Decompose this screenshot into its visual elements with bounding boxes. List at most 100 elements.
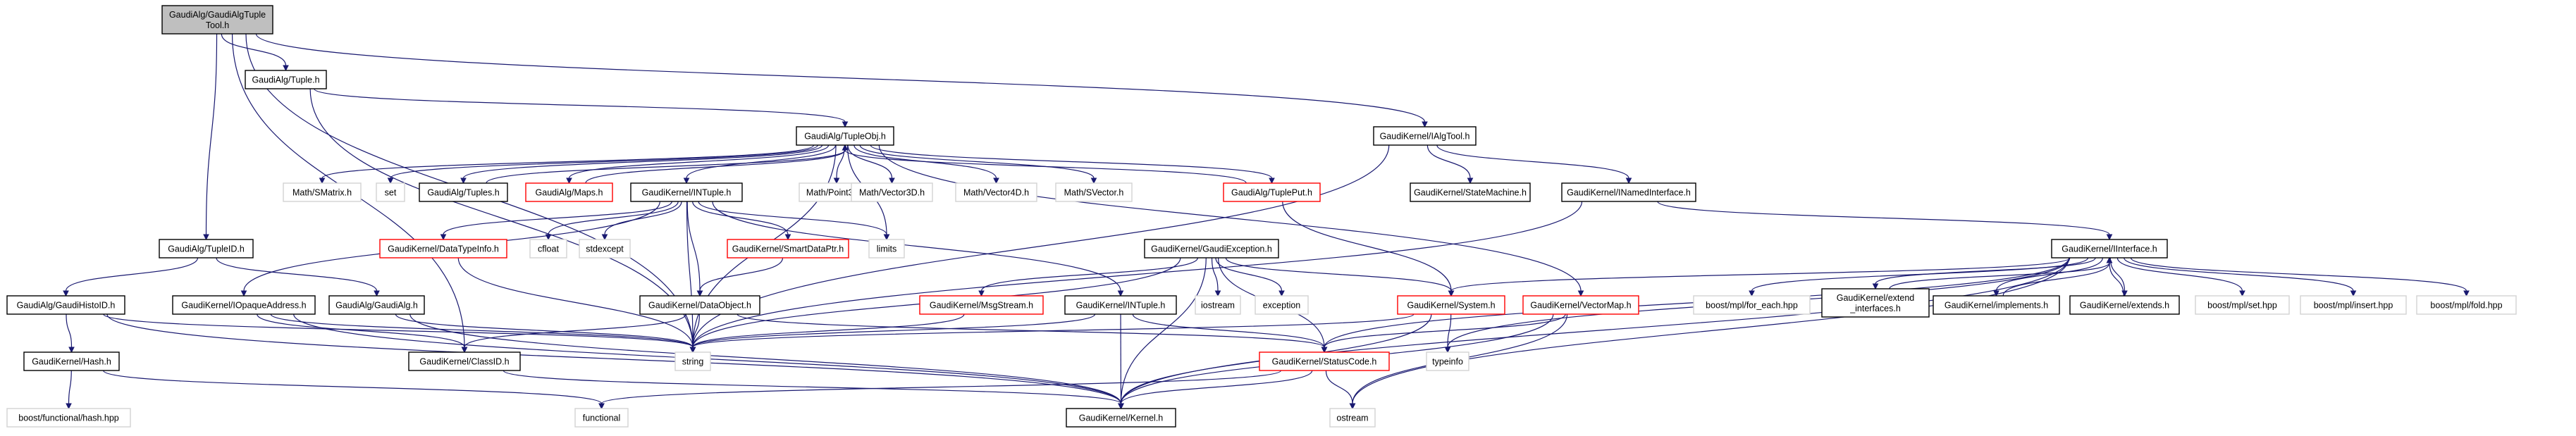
node-label-tuple_h: GaudiAlg/Tuple.h (252, 75, 319, 85)
node-smartdataptr[interactable]: GaudiKernel/SmartDataPtr.h (727, 239, 849, 259)
include-edge-tupleobj-to-maps (566, 144, 830, 185)
include-edge-intuple_lower-to-kernel (1118, 313, 1124, 410)
node-box-implements (1933, 295, 2060, 315)
include-edge-statuscode-to-functional (598, 370, 1282, 410)
include-edge-system-to-string (689, 313, 1415, 354)
node-box-mpl_for_each (1693, 295, 1811, 315)
node-statuscode[interactable]: GaudiKernel/StatusCode.h (1259, 351, 1390, 371)
include-edge-intuple_h-to-limits (698, 201, 890, 241)
include-edge-tupleobj-to-svector (859, 144, 1097, 185)
node-box-smatrix (283, 182, 362, 202)
node-iopaqueaddress[interactable]: GaudiKernel/IOpaqueAddress.h (172, 295, 316, 315)
include-edge-smartdataptr-to-dataobject (696, 257, 784, 297)
node-iostream: iostream (1195, 295, 1241, 315)
node-label-tupleobj: GaudiAlg/TupleObj.h (804, 132, 886, 142)
include-edge-statuscode-to-ostream (1325, 370, 1356, 410)
node-ostream: ostream (1329, 408, 1376, 428)
node-label-gaudiexception: GaudiKernel/GaudiException.h (1151, 244, 1272, 254)
include-edge-root-to-tuple_h (221, 33, 289, 72)
node-ialgtool[interactable]: GaudiKernel/IAlgTool.h (1373, 126, 1477, 146)
node-gaudiexception[interactable]: GaudiKernel/GaudiException.h (1144, 239, 1279, 259)
node-label-limits: limits (877, 244, 896, 254)
node-label-implements: GaudiKernel/implements.h (1945, 301, 2048, 311)
node-gaudialg[interactable]: GaudiAlg/GaudiAlg.h (328, 295, 425, 315)
node-box-ialgtool (1373, 126, 1477, 146)
node-box-dataobject (639, 295, 760, 315)
node-box-datatypeinfo (379, 239, 507, 259)
node-label-mpl_insert: boost/mpl/insert.hpp (2314, 301, 2393, 311)
node-box-tupleput (1223, 182, 1321, 202)
node-statemachine[interactable]: GaudiKernel/StateMachine.h (1410, 182, 1531, 202)
include-edge-tupleobj-to-smatrix (319, 144, 815, 185)
include-edge-tupleobj-to-tuples (460, 144, 823, 185)
node-box-limits (868, 239, 905, 259)
node-datatypeinfo[interactable]: GaudiKernel/DataTypeInfo.h (379, 239, 507, 259)
include-edge-iinterface-to-extend_interfaces (1872, 257, 2096, 290)
node-tupleput[interactable]: GaudiAlg/TuplePut.h (1223, 182, 1321, 202)
node-implements[interactable]: GaudiKernel/implements.h (1933, 295, 2060, 315)
node-tupleid[interactable]: GaudiAlg/TupleID.h (159, 239, 254, 259)
node-intuple_lower[interactable]: GaudiKernel/INTuple.h (1064, 295, 1177, 315)
include-edge-hash_h-to-functional_hash (66, 370, 72, 410)
node-gaudihistoid[interactable]: GaudiAlg/GaudiHistoID.h (6, 295, 125, 315)
include-edge-iinterface-to-mpl_set (2116, 257, 2245, 297)
node-string: string (674, 351, 711, 371)
node-box-root (161, 5, 273, 35)
node-label-ostream: ostream (1336, 413, 1368, 423)
node-box-tuple_h (245, 70, 327, 89)
node-tuple_h[interactable]: GaudiAlg/Tuple.h (245, 70, 327, 89)
node-box-cfloat (529, 239, 567, 259)
include-edge-iinterface-to-mpl_insert (2124, 257, 2357, 297)
include-edge-tupleid-to-gaudialg (216, 257, 380, 297)
node-box-vectormap (1522, 295, 1639, 315)
node-tupleobj[interactable]: GaudiAlg/TupleObj.h (796, 126, 894, 146)
node-dataobject[interactable]: GaudiKernel/DataObject.h (639, 295, 760, 315)
node-stdexcept: stdexcept (579, 239, 631, 259)
node-system[interactable]: GaudiKernel/System.h (1397, 295, 1505, 315)
node-label-maps: GaudiAlg/Maps.h (536, 188, 603, 198)
node-label-datatypeinfo: GaudiKernel/DataTypeInfo.h (388, 244, 499, 254)
include-edge-intuple_h-to-dataobject (686, 201, 703, 297)
node-classid[interactable]: GaudiKernel/ClassID.h (408, 351, 521, 371)
node-label-vector4d: Math/Vector4D.h (963, 188, 1029, 198)
node-label-intuple_h: GaudiKernel/INTuple.h (642, 188, 732, 198)
node-label-iostream: iostream (1201, 301, 1235, 311)
include-edge-iinterface-to-implements (1993, 257, 2103, 297)
node-tuples[interactable]: GaudiAlg/Tuples.h (419, 182, 508, 202)
node-typeinfo: typeinfo (1426, 351, 1469, 371)
node-set: set (376, 182, 405, 202)
node-inamedinterface[interactable]: GaudiKernel/INamedInterface.h (1561, 182, 1696, 202)
node-box-functional (574, 408, 629, 428)
node-box-ostream (1329, 408, 1376, 428)
node-label-kernel: GaudiKernel/Kernel.h (1079, 413, 1164, 423)
node-iinterface[interactable]: GaudiKernel/IInterface.h (2051, 239, 2168, 259)
node-vectormap[interactable]: GaudiKernel/VectorMap.h (1522, 295, 1639, 315)
node-box-mpl_set (2195, 295, 2290, 315)
node-label-functional_hash: boost/functional/hash.hpp (18, 413, 119, 423)
node-label-root-line2: Tool.h (206, 20, 229, 30)
include-edge-tupleobj-to-vector3d (847, 144, 895, 185)
node-box-typeinfo (1426, 351, 1469, 371)
node-intuple_h[interactable]: GaudiKernel/INTuple.h (630, 182, 743, 202)
node-extends[interactable]: GaudiKernel/extends.h (2069, 295, 2180, 315)
node-svector: Math/SVector.h (1055, 182, 1133, 202)
node-label-iopaqueaddress: GaudiKernel/IOpaqueAddress.h (181, 301, 306, 311)
node-label-gaudialg: GaudiAlg/GaudiAlg.h (335, 301, 418, 311)
node-maps[interactable]: GaudiAlg/Maps.h (525, 182, 613, 202)
node-cfloat: cfloat (529, 239, 567, 259)
node-label-typeinfo: typeinfo (1432, 357, 1463, 367)
node-box-intuple_lower (1064, 295, 1177, 315)
node-label-extend_interfaces-line2: _interfaces.h (1849, 304, 1901, 313)
node-box-vector3d (851, 182, 933, 202)
node-box-functional_hash (6, 408, 131, 428)
node-box-classid (408, 351, 521, 371)
node-extend_interfaces[interactable]: GaudiKernel/extend_interfaces.h (1821, 288, 1930, 318)
node-kernel[interactable]: GaudiKernel/Kernel.h (1066, 408, 1176, 428)
node-msgstream[interactable]: GaudiKernel/MsgStream.h (919, 295, 1044, 315)
node-mpl_insert: boost/mpl/insert.hpp (2300, 295, 2407, 315)
node-hash_h[interactable]: GaudiKernel/Hash.h (23, 351, 120, 371)
node-box-system (1397, 295, 1505, 315)
node-label-svector: Math/SVector.h (1064, 188, 1124, 198)
node-label-tupleid: GaudiAlg/TupleID.h (168, 244, 245, 254)
